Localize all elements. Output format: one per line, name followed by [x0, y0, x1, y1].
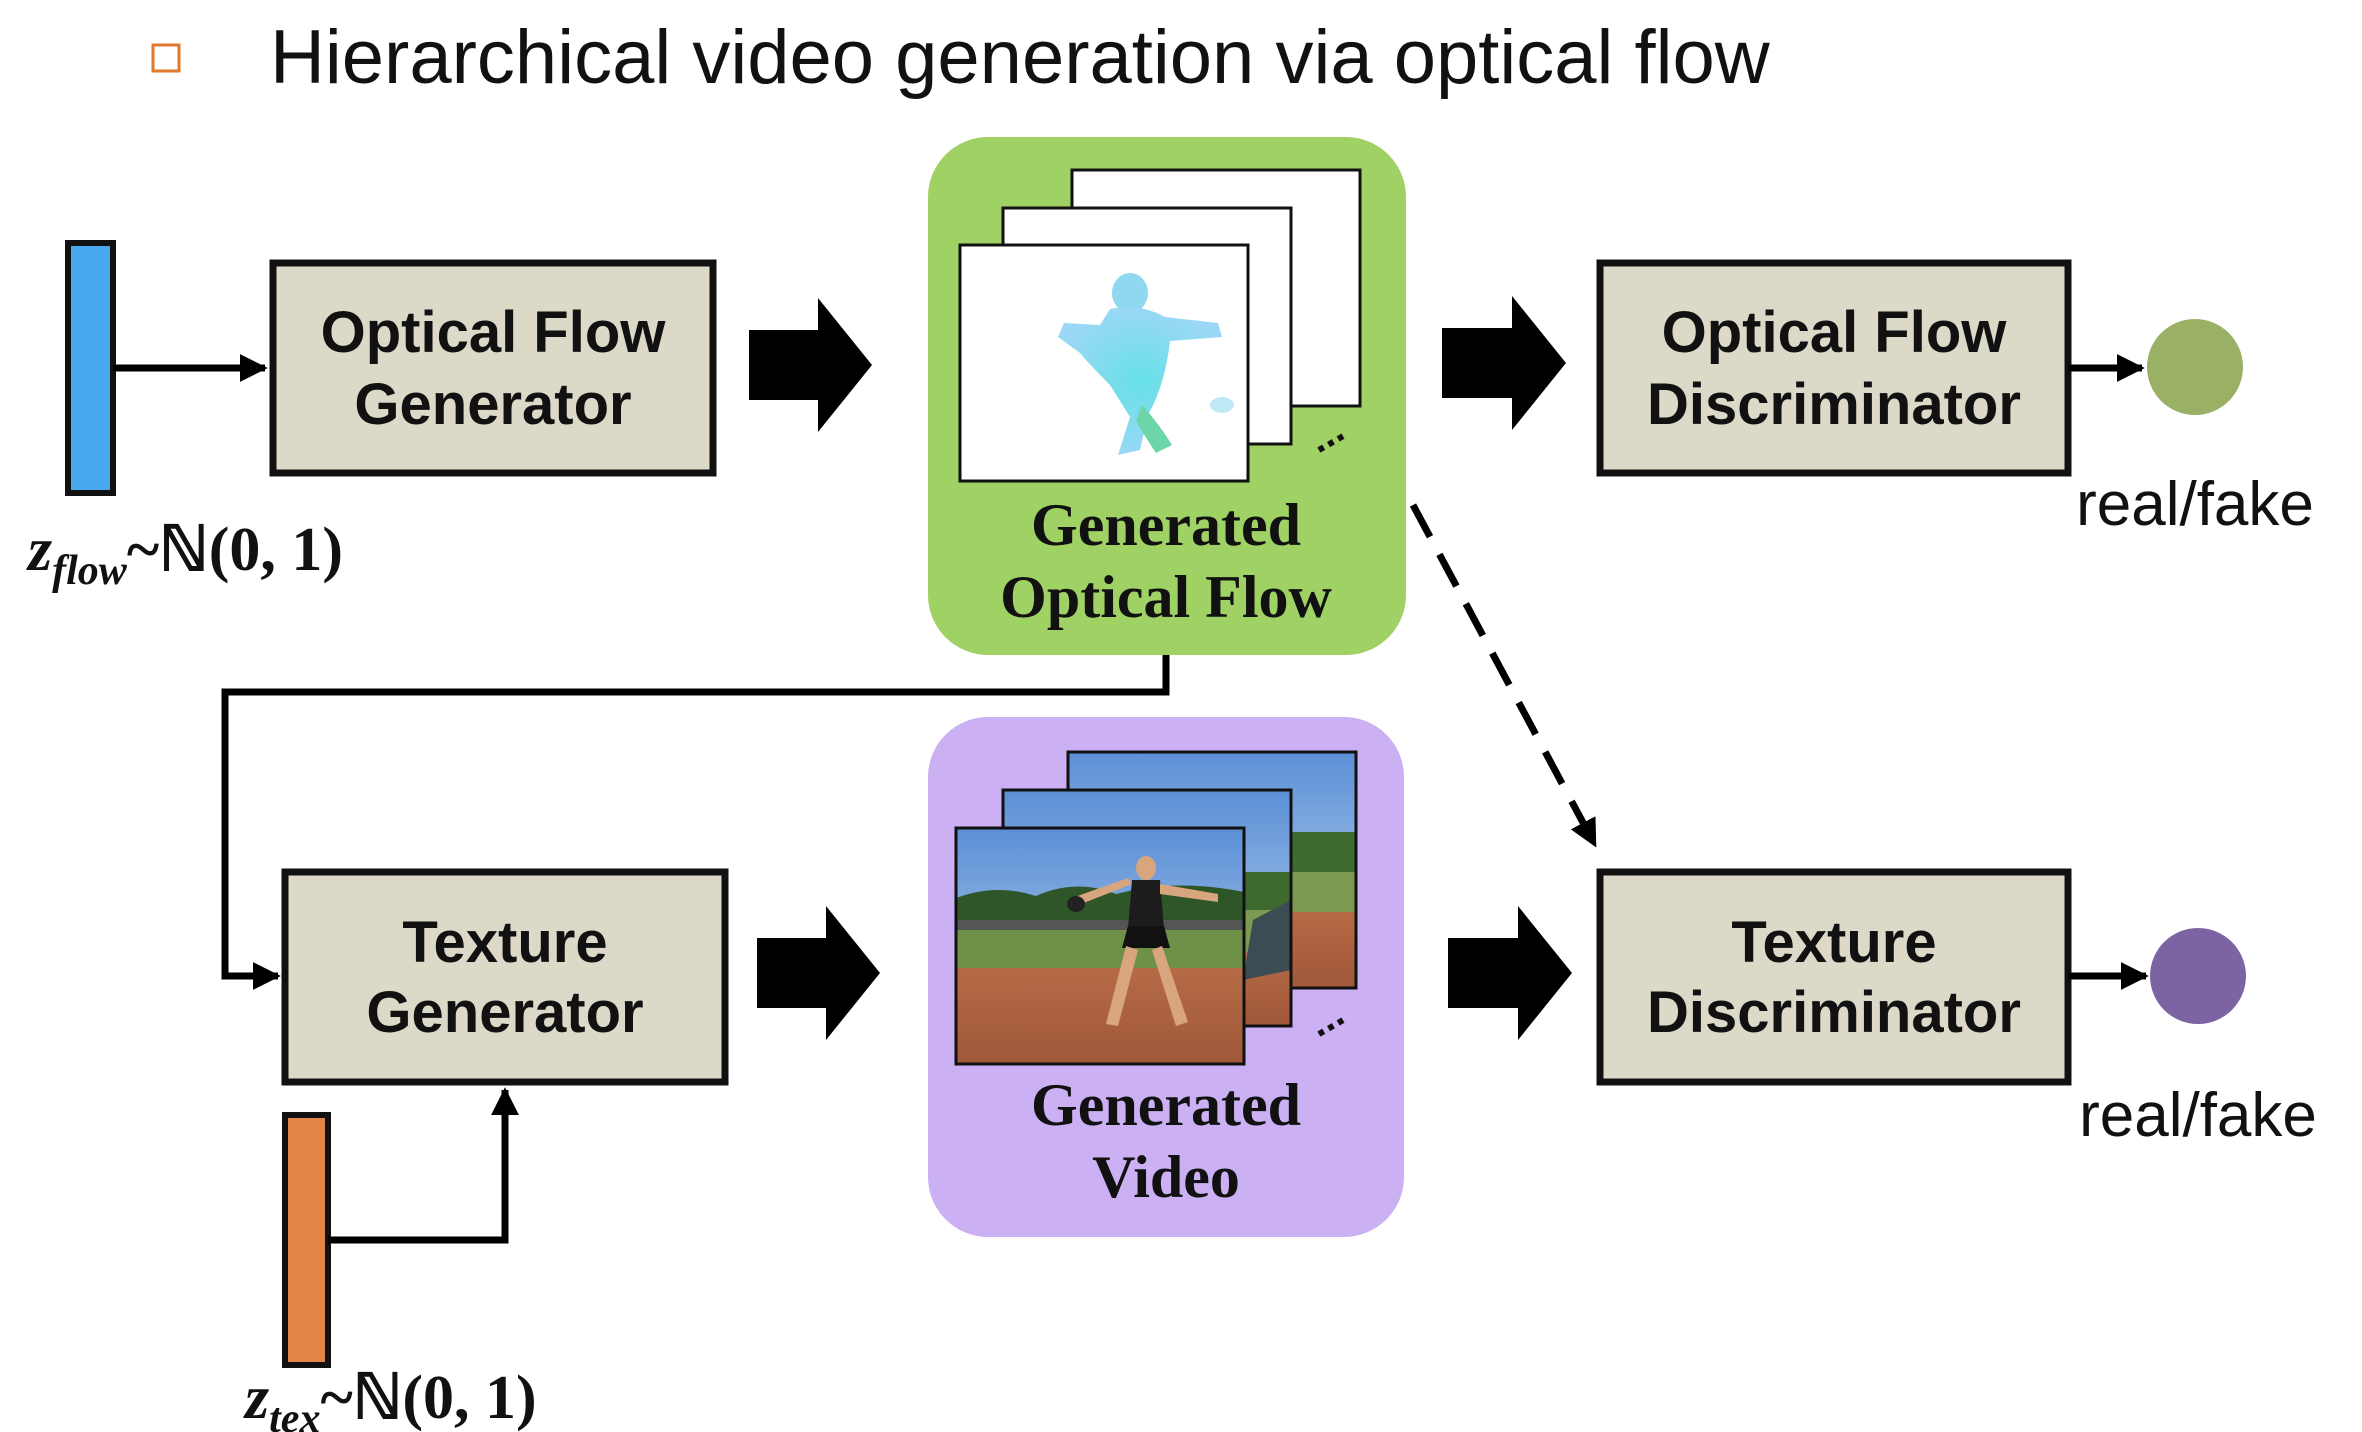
video-to-discriminator-block-arrow: [1448, 906, 1572, 1040]
flow-latent-label: zflow~ℕ(0, 1): [26, 516, 343, 594]
video-frame-front: [954, 826, 1246, 1066]
flow-to-texture-generator-connector: [221, 655, 1170, 990]
generated-optical-flow-panel: ... Generated Optical Flow: [928, 137, 1406, 655]
page-title: Hierarchical video generation via optica…: [270, 15, 1771, 100]
flow-discriminator-label-1: Optical Flow: [1662, 300, 2008, 365]
texture-latent-vector: [282, 1112, 331, 1368]
flow-generator-to-flow-block-arrow: [749, 298, 872, 432]
texture-generator-to-video-block-arrow: [757, 906, 880, 1040]
flow-generator-label-1: Optical Flow: [321, 300, 667, 365]
optical-flow-figure: [1058, 273, 1234, 455]
texture-output-dot: [2150, 928, 2246, 1024]
optical-flow-discriminator-node: Optical Flow Discriminator: [1596, 259, 2072, 477]
flow-generator-label-2: Generator: [354, 372, 631, 437]
texture-discriminator-node: Texture Discriminator: [1596, 868, 2072, 1086]
flow-output-dot: [2147, 319, 2243, 415]
bullet-icon: [151, 43, 181, 73]
flow-discriminator-label-2: Discriminator: [1647, 372, 2021, 437]
texture-output-label: real/fake: [2079, 1081, 2317, 1150]
texture-generator-label-2: Generator: [366, 980, 643, 1045]
flow-output-label: real/fake: [2076, 470, 2314, 539]
texture-generator-node: Texture Generator: [281, 868, 729, 1086]
generated-video-label-2: Video: [1092, 1144, 1240, 1210]
flow-latent-vector: [65, 240, 116, 496]
generated-video-label-1: Generated: [1031, 1072, 1301, 1138]
texture-latent-to-generator-arrow: [328, 1087, 519, 1244]
flow-to-discriminator-block-arrow: [1442, 296, 1566, 430]
texture-discriminator-label-2: Discriminator: [1647, 980, 2021, 1045]
texture-discriminator-label-1: Texture: [1731, 910, 1936, 975]
texture-generator-label-1: Texture: [402, 910, 607, 975]
optical-flow-generator-node: Optical Flow Generator: [269, 259, 717, 477]
generated-video-panel: ... Generated Video: [928, 717, 1404, 1237]
generated-flow-label-1: Generated: [1031, 492, 1301, 558]
texture-latent-label: ztex~ℕ(0, 1): [243, 1364, 537, 1432]
generated-flow-label-2: Optical Flow: [1000, 564, 1332, 630]
flow-to-texture-discriminator-dashed-arrow: [1409, 503, 1599, 848]
